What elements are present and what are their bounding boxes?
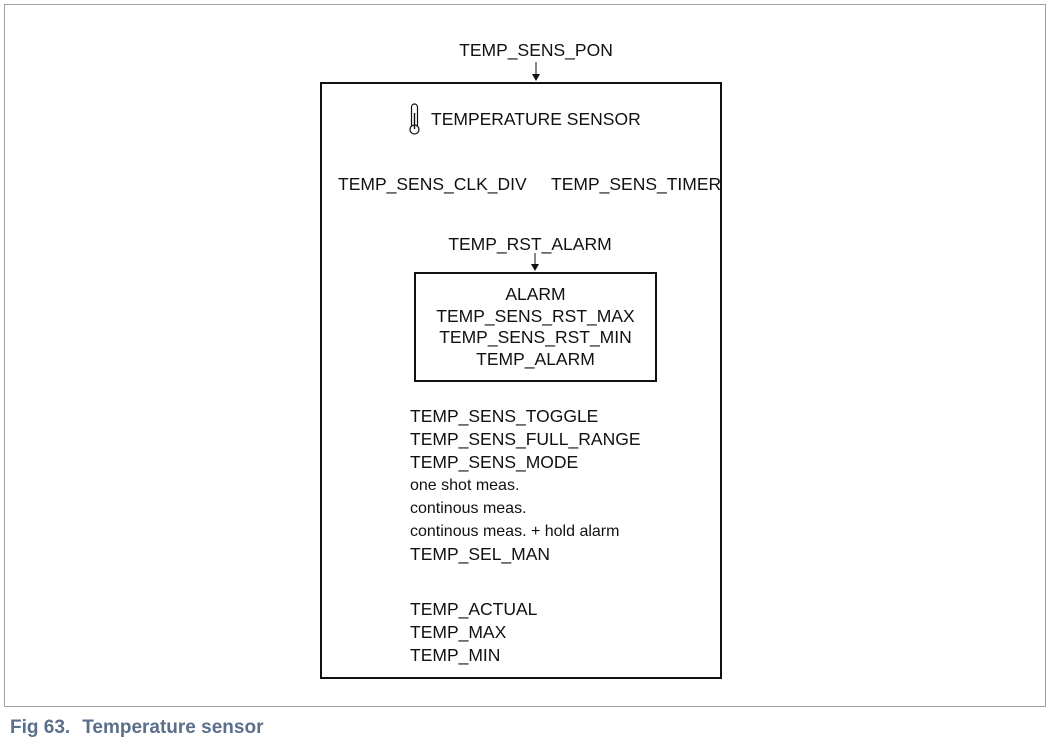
mode-continuous: continous meas.	[410, 500, 527, 517]
figure-frame	[4, 4, 1046, 707]
thermometer-icon	[409, 103, 420, 135]
figure-title: Temperature sensor	[82, 717, 264, 738]
temperature-sensor-block	[320, 82, 722, 679]
alarm-flag: TEMP_ALARM	[476, 348, 595, 369]
alarm-rst-min: TEMP_SENS_RST_MIN	[439, 327, 632, 347]
mode-full-range: TEMP_SENS_FULL_RANGE	[410, 429, 641, 449]
mode-continuous-hold: continous meas. + hold alarm	[410, 523, 620, 540]
output-max: TEMP_MAX	[410, 622, 507, 642]
alarm-block-title: ALARM	[505, 284, 566, 304]
mode-one-shot: one shot meas.	[410, 477, 520, 494]
output-actual: TEMP_ACTUAL	[410, 599, 538, 619]
mode-select: TEMP_SENS_MODE	[410, 452, 579, 472]
mode-group: TEMP_SENS_TOGGLE TEMP_SENS_FULL_RANGE TE…	[410, 405, 641, 566]
mode-toggle: TEMP_SENS_TOGGLE	[410, 406, 599, 426]
top-input-arrow	[532, 62, 540, 81]
figure-number: Fig 63.	[10, 717, 71, 738]
figure-frame-bottom	[4, 706, 1046, 707]
timer-label: TEMP_SENS_TIMER	[551, 174, 722, 194]
alarm-reset-label: TEMP_RST_ALARM	[448, 234, 612, 254]
output-group: TEMP_ACTUAL TEMP_MAX TEMP_MIN	[410, 598, 537, 667]
clk-div-label: TEMP_SENS_CLK_DIV	[338, 174, 527, 194]
alarm-rst-max: TEMP_SENS_RST_MAX	[436, 305, 635, 326]
alarm-reset-arrow	[531, 253, 539, 271]
top-input-label: TEMP_SENS_PON	[459, 40, 613, 60]
alarm-block: ALARM TEMP_SENS_RST_MAX TEMP_SENS_RST_MI…	[414, 272, 657, 382]
figure-caption: Fig 63. Temperature sensor	[10, 717, 263, 739]
output-min: TEMP_MIN	[410, 645, 501, 665]
mode-sel-man: TEMP_SEL_MAN	[410, 544, 551, 564]
sensor-title: TEMPERATURE SENSOR	[431, 109, 641, 129]
